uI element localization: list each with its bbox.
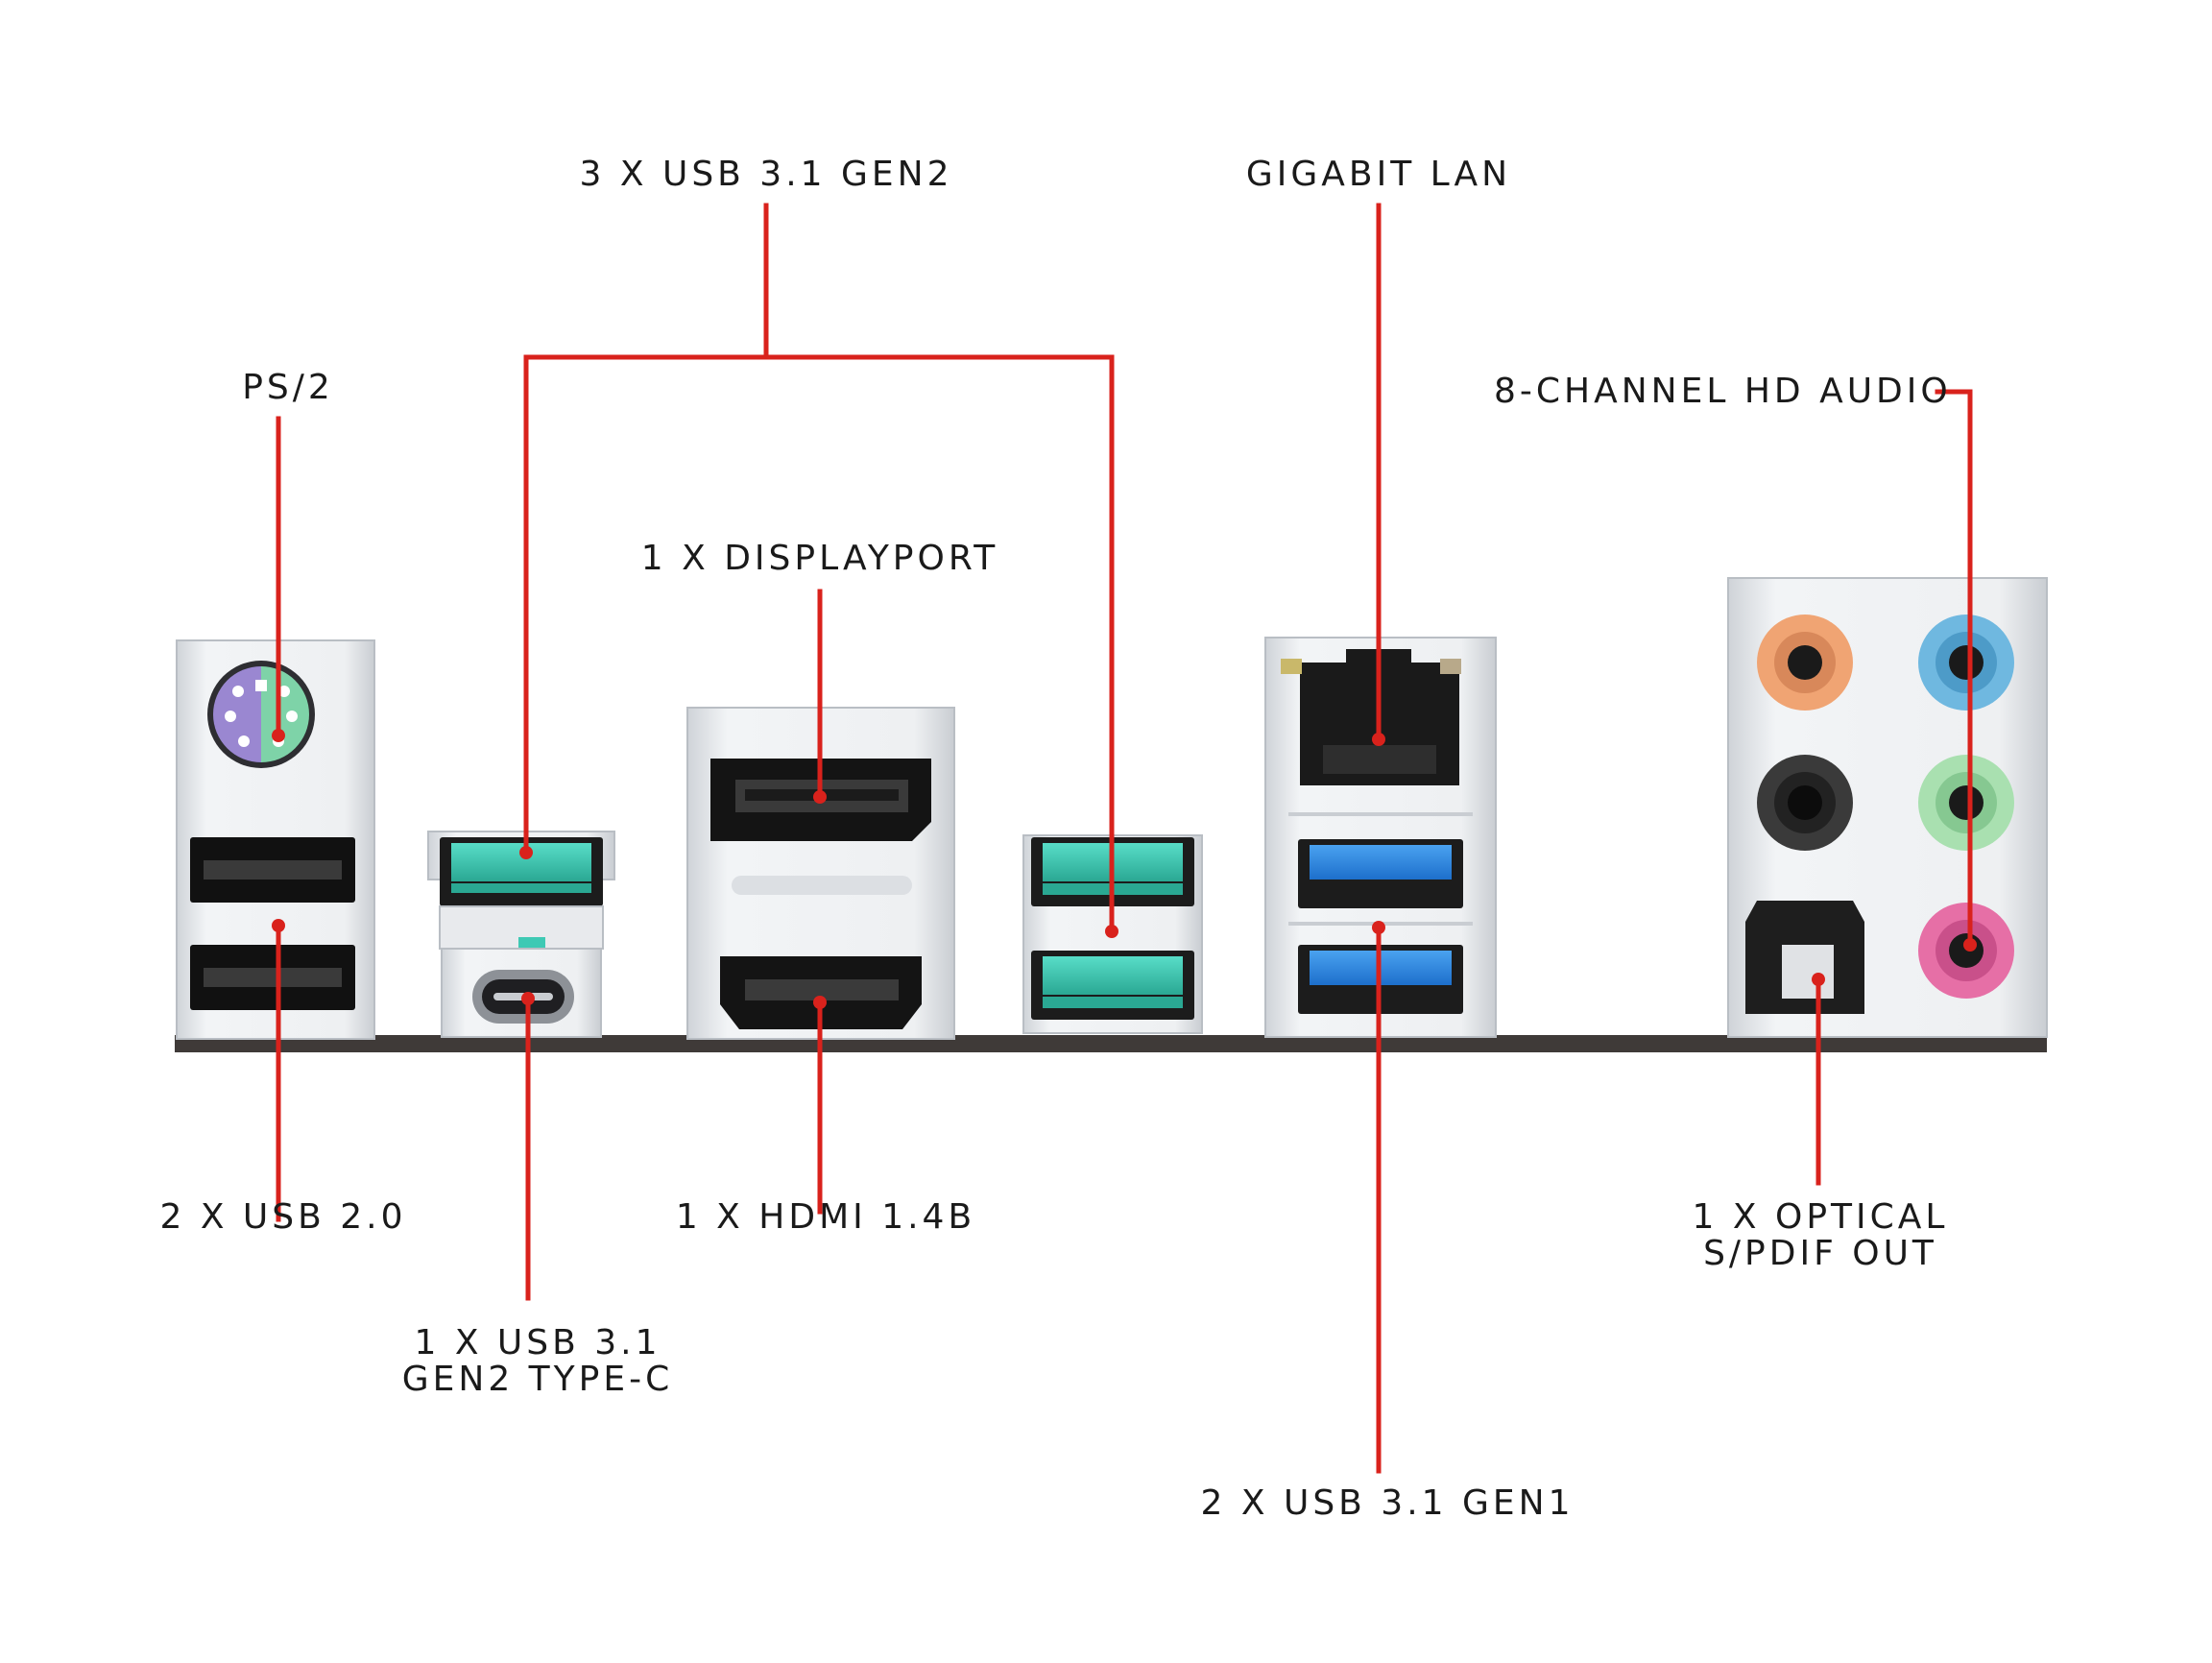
- label-ps2: PS/2: [242, 368, 334, 407]
- label-gigabit-lan: GIGABIT LAN: [1245, 155, 1512, 194]
- label-typec: 1 X USB 3.1 GEN2 TYPE-C: [384, 1325, 691, 1398]
- label-optical-line2: S/PDIF OUT: [1703, 1234, 1937, 1273]
- audio-jack-black[interactable]: [1757, 755, 1853, 851]
- audio-jack-orange[interactable]: [1757, 615, 1853, 711]
- audio-jack-blue[interactable]: [1918, 615, 2014, 711]
- label-hdmi: 1 X HDMI 1.4B: [675, 1197, 976, 1237]
- hdmi-port[interactable]: [720, 956, 922, 1029]
- usb31-gen2-port-left[interactable]: [440, 837, 603, 906]
- usb31-gen1-port-upper[interactable]: [1298, 839, 1463, 908]
- motherboard-baseplate: [175, 1035, 2047, 1052]
- leader-lines: [276, 203, 1973, 1474]
- label-usb31-gen1: 2 X USB 3.1 GEN1: [1200, 1483, 1575, 1523]
- audio-block: [1727, 577, 2048, 1038]
- label-optical: 1 X OPTICAL S/PDIF OUT: [1667, 1199, 1974, 1272]
- label-usb31-gen2: 3 X USB 3.1 GEN2: [579, 155, 953, 194]
- ps2-keyboard-half: [213, 666, 261, 762]
- leader-usb31-gen2-right: [763, 354, 1115, 936]
- label-displayport: 1 X DISPLAYPORT: [640, 539, 999, 578]
- ps2-usb20-block: [176, 639, 375, 1040]
- label-hd-audio: 8-CHANNEL HD AUDIO: [1494, 372, 1952, 411]
- label-typec-line1: 1 X USB 3.1: [414, 1323, 661, 1362]
- audio-jack-pink[interactable]: [1918, 903, 2014, 999]
- gigabit-lan-port[interactable]: [1281, 649, 1461, 785]
- audio-jack-green[interactable]: [1918, 755, 2014, 851]
- usb20-port-lower[interactable]: [190, 945, 355, 1010]
- usb31-gen2-port-lower[interactable]: [1031, 951, 1194, 1020]
- leader-usb31-gen2: [523, 203, 769, 857]
- optical-spdif-port[interactable]: [1745, 901, 1864, 1014]
- usb31-gen2-typec-block: [427, 831, 615, 1038]
- leader-hd-audio: [1935, 389, 1973, 950]
- usb20-port-upper[interactable]: [190, 837, 355, 903]
- leader-endpoints: [272, 729, 1977, 1009]
- label-optical-line1: 1 X OPTICAL: [1692, 1197, 1949, 1237]
- label-usb20: 2 X USB 2.0: [159, 1197, 407, 1237]
- label-typec-line2: GEN2 TYPE-C: [401, 1360, 674, 1399]
